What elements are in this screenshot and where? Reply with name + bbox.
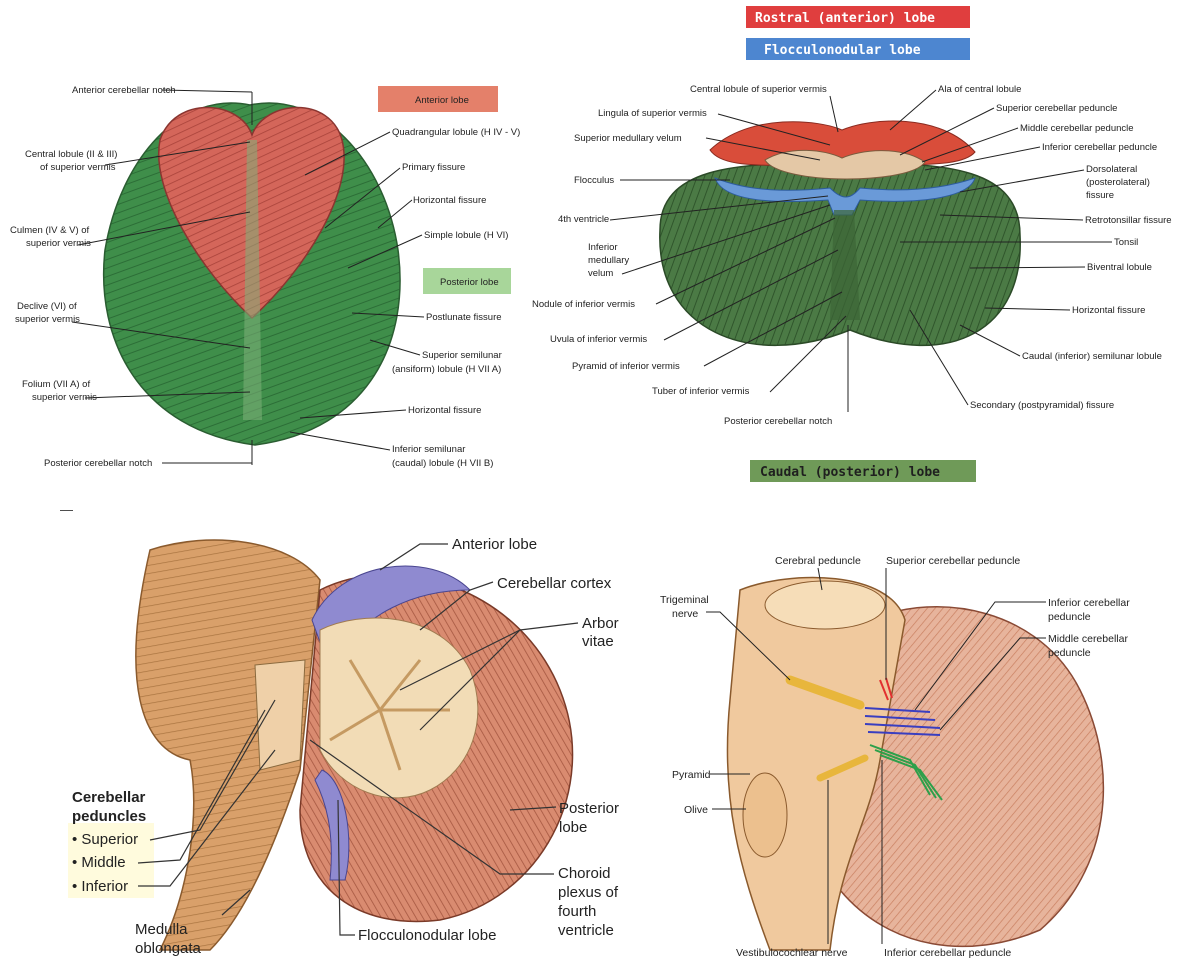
label-horizontal-fissure-top: Horizontal fissure [413, 195, 486, 206]
label-posterior-2: lobe [559, 819, 587, 836]
olive [743, 773, 787, 857]
label-inf-semilunar-2: (caudal) lobule (H VII B) [392, 458, 493, 469]
label-culmen: Culmen (IV & V) of [10, 225, 90, 236]
label-quadrangular: Quadrangular lobule (H IV - V) [392, 127, 520, 138]
label-declive-2: superior vermis [15, 314, 80, 325]
panel-sagittal-section: Anterior lobe Cerebellar cortex Arbor vi… [0, 510, 640, 962]
label-nodule: Nodule of inferior vermis [532, 299, 635, 310]
label-cerebral-peduncle: Cerebral peduncle [775, 555, 861, 567]
label-sup-peduncle-top: Superior cerebellar peduncle [886, 555, 1020, 567]
peduncle-key-inferior: • Inferior [72, 878, 128, 895]
title-caudal: Caudal (posterior) lobe [760, 465, 940, 480]
label-caudal-semilunar: Caudal (inferior) semilunar lobule [1022, 351, 1162, 362]
label-choroid-2: plexus of [558, 884, 619, 901]
label-inf-peduncle-2: peduncle [1048, 611, 1091, 623]
label-arbor-2: vitae [582, 633, 614, 650]
label-vestibulocochlear: Vestibulocochlear nerve [736, 947, 848, 959]
label-inf-medullary-velum-1: Inferior [588, 242, 618, 253]
label-trigeminal-1: Trigeminal [660, 594, 709, 606]
label-simple-lobule: Simple lobule (H VI) [424, 230, 508, 241]
label-horizontal-fissure-bottom: Horizontal fissure [408, 405, 481, 416]
label-mid-peduncle-2: peduncle [1048, 647, 1091, 659]
label-dorsolateral-3: fissure [1086, 190, 1114, 201]
label-dorsolateral-1: Dorsolateral [1086, 164, 1137, 175]
label-choroid-1: Choroid [558, 865, 611, 882]
title-flocculonodular: Flocculonodular lobe [764, 43, 921, 58]
label-inf-peduncle-bottom: Inferior cerebellar peduncle [884, 947, 1011, 959]
label-arbor-1: Arbor [582, 615, 619, 632]
label-folium: Folium (VII A) of [22, 379, 90, 390]
label-posterior-1: Posterior [559, 800, 619, 817]
legend-anterior-label: Anterior lobe [415, 95, 469, 106]
label-pyramid: Pyramid [672, 769, 711, 781]
label-inf-medullary-velum-3: velum [588, 268, 613, 279]
label-medulla-2: oblongata [135, 940, 202, 957]
label-secondary: Secondary (postpyramidal) fissure [970, 400, 1114, 411]
peduncles-title-2: peduncles [72, 808, 146, 825]
label-retrotonsillar: Retrotonsillar fissure [1085, 215, 1172, 226]
label-sup-peduncle: Superior cerebellar peduncle [996, 103, 1117, 114]
label-sup-semilunar: Superior semilunar [422, 350, 502, 361]
label-choroid-3: fourth [558, 903, 596, 920]
label-tuber: Tuber of inferior vermis [652, 386, 750, 397]
label-4th-ventricle: 4th ventricle [558, 214, 609, 225]
label-inf-semilunar: Inferior semilunar [392, 444, 465, 455]
label-tonsil: Tonsil [1114, 237, 1138, 248]
label-sup-medullary-velum: Superior medullary velum [574, 133, 682, 144]
legend-posterior-label: Posterior lobe [440, 277, 499, 288]
label-inf-peduncle-1: Inferior cerebellar [1048, 597, 1130, 609]
label-sup-semilunar-2: (ansiform) lobule (H VII A) [392, 364, 501, 375]
label-mid-peduncle-1: Middle cerebellar [1048, 633, 1128, 645]
label-horizontal: Horizontal fissure [1072, 305, 1145, 316]
label-choroid-4: ventricle [558, 922, 614, 939]
peduncle-key-superior: • Superior [72, 831, 138, 848]
label-posterior-notch: Posterior cerebellar notch [44, 458, 152, 469]
label-anterior-lobe: Anterior lobe [452, 536, 537, 553]
label-central-lobule-2: of superior vermis [40, 162, 116, 173]
label-postlunate: Postlunate fissure [426, 312, 502, 323]
label-inf-medullary-velum-2: medullary [588, 255, 629, 266]
label-olive: Olive [684, 804, 708, 816]
label-central-lobule: Central lobule of superior vermis [690, 84, 827, 95]
label-central-lobule: Central lobule (II & III) [25, 149, 117, 160]
label-dorsolateral-2: (posterolateral) [1086, 177, 1150, 188]
label-anterior-notch: Anterior cerebellar notch [72, 85, 176, 96]
label-inf-peduncle: Inferior cerebellar peduncle [1042, 142, 1157, 153]
label-biventral: Biventral lobule [1087, 262, 1152, 273]
panel-peduncles-view: Cerebral peduncle Superior cerebellar pe… [640, 530, 1196, 962]
label-declive: Declive (VI) of [17, 301, 77, 312]
panel-superior-view: Anterior cerebellar notch Central lobule… [0, 0, 530, 490]
label-culmen-2: superior vermis [26, 238, 91, 249]
label-flocculonodular: Flocculonodular lobe [358, 927, 496, 944]
peduncles-title-1: Cerebellar [72, 789, 146, 806]
label-pyramid: Pyramid of inferior vermis [572, 361, 680, 372]
cerebral-peduncle-top [765, 581, 885, 629]
label-lingula: Lingula of superior vermis [598, 108, 707, 119]
label-posterior-notch: Posterior cerebellar notch [724, 416, 832, 427]
label-uvula: Uvula of inferior vermis [550, 334, 647, 345]
title-rostral: Rostral (anterior) lobe [755, 11, 935, 26]
label-medulla-1: Medulla [135, 921, 188, 938]
label-cerebellar-cortex: Cerebellar cortex [497, 575, 612, 592]
label-trigeminal-2: nerve [672, 608, 698, 620]
label-flocculus: Flocculus [574, 175, 614, 186]
label-mid-peduncle: Middle cerebellar peduncle [1020, 123, 1134, 134]
label-primary-fissure: Primary fissure [402, 162, 465, 173]
peduncle-key-middle: • Middle [72, 854, 126, 871]
label-ala: Ala of central lobule [938, 84, 1021, 95]
panel-inferior-view: Rostral (anterior) lobe Flocculonodular … [530, 0, 1196, 490]
